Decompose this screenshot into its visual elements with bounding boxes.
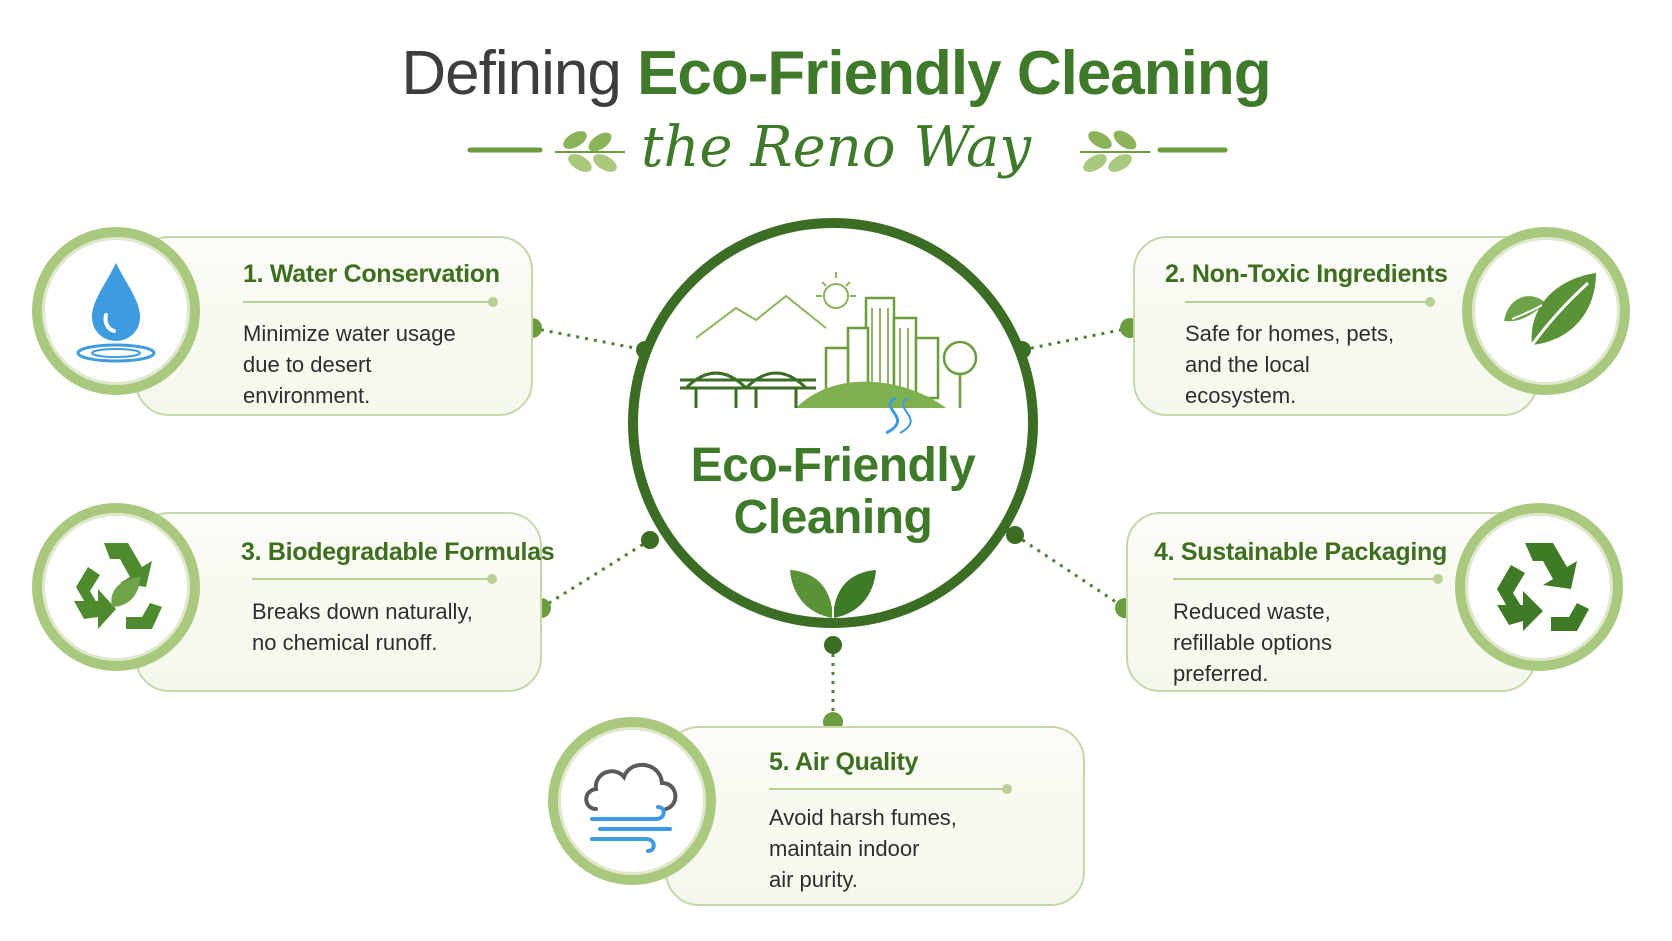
connector-4 [1014,533,1126,610]
leaf-icon [1504,273,1596,346]
sprout-icon [790,570,876,618]
reno-skyline-illustration [680,272,978,435]
card-description: Minimize water usage due to desert envir… [243,321,456,408]
cloud-wind-icon-badge [548,717,716,885]
title-prefix: Defining [401,39,621,108]
card-title: 2. Non-Toxic Ingredients [1165,260,1448,288]
card-air-quality: 5. Air Quality Avoid harsh fumes, mainta… [665,726,1085,906]
connector-1 [531,326,646,352]
page-subtitle: the Reno Way [640,115,1032,180]
connector-dot [824,636,842,654]
recycle-icon [1497,543,1589,631]
recycle-icon-badge [1455,503,1623,671]
card-divider [252,574,497,584]
connector-dot [641,531,659,549]
cloud-wind-icon [584,762,678,853]
water-drop-icon [76,263,156,363]
card-water-conservation: 1. Water Conservation Minimize water usa… [135,236,533,416]
page-title: Defining Eco-Friendly Cleaning [0,38,1672,109]
recycle-leaf-icon-badge [32,503,200,671]
connector-dot [1006,526,1024,544]
title-main: Eco-Friendly Cleaning [637,39,1272,108]
card-divider [1185,297,1435,307]
connector-3 [540,538,651,610]
card-title: 3. Biodegradable Formulas [241,538,555,566]
right-flourish [1080,130,1228,172]
water-drop-icon-badge [32,227,200,395]
card-description: Reduced waste, refillable options prefer… [1173,599,1332,686]
center-label: Eco-Friendly Cleaning [690,439,976,544]
recycle-leaf-icon [74,543,162,629]
center-hub [628,218,1038,628]
leaf-icon-badge [1462,227,1630,395]
connector-2 [1021,326,1131,352]
left-flourish [467,131,625,172]
card-divider [243,297,498,307]
card-biodegradable-formulas: 3. Biodegradable Formulas Breaks down na… [135,512,555,692]
card-title: 4. Sustainable Packaging [1154,538,1447,566]
card-title: 1. Water Conservation [243,260,500,288]
card-divider [769,784,1012,794]
card-description: Safe for homes, pets, and the local ecos… [1185,321,1395,408]
card-divider [1173,574,1443,584]
card-description: Breaks down naturally, no chemical runof… [252,599,473,655]
card-title: 5. Air Quality [769,748,919,776]
card-description: Avoid harsh fumes, maintain indoor air p… [769,805,957,892]
